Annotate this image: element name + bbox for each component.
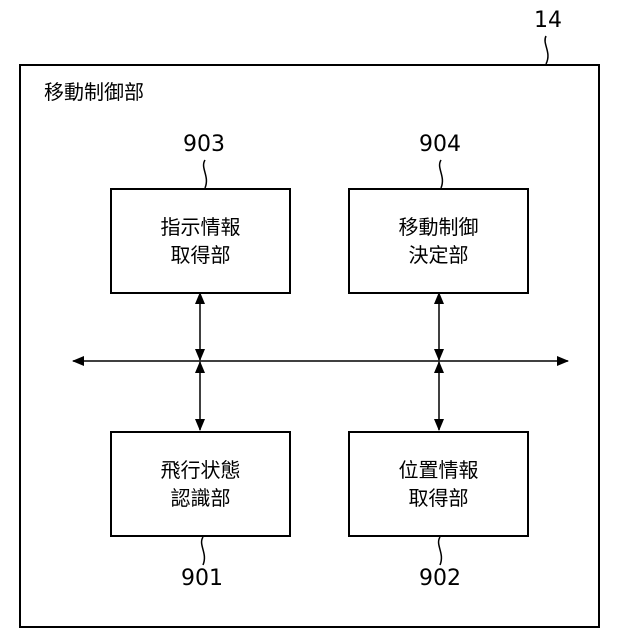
block-flight-state-recognition: 飛行状態 認識部 [110, 431, 291, 537]
block-instruction-acquisition: 指示情報 取得部 [110, 188, 291, 294]
block-901-ref: 901 [162, 566, 242, 592]
block-904-line2: 決定部 [409, 241, 469, 269]
leader-14 [545, 36, 548, 64]
block-902-line1: 位置情報 [399, 456, 479, 484]
system-title: 移動制御部 [44, 80, 144, 104]
block-903-line1: 指示情報 [161, 213, 241, 241]
system-frame [19, 64, 600, 628]
system-ref-label: 14 [508, 8, 588, 34]
block-904-line1: 移動制御 [399, 213, 479, 241]
block-904-ref: 904 [400, 132, 480, 158]
block-903-line2: 取得部 [171, 241, 231, 269]
block-position-acquisition: 位置情報 取得部 [348, 431, 529, 537]
block-movement-decision: 移動制御 決定部 [348, 188, 529, 294]
block-902-ref: 902 [400, 566, 480, 592]
block-903-ref: 903 [164, 132, 244, 158]
block-901-line2: 認識部 [171, 484, 231, 512]
block-901-line1: 飛行状態 [161, 456, 241, 484]
block-902-line2: 取得部 [409, 484, 469, 512]
